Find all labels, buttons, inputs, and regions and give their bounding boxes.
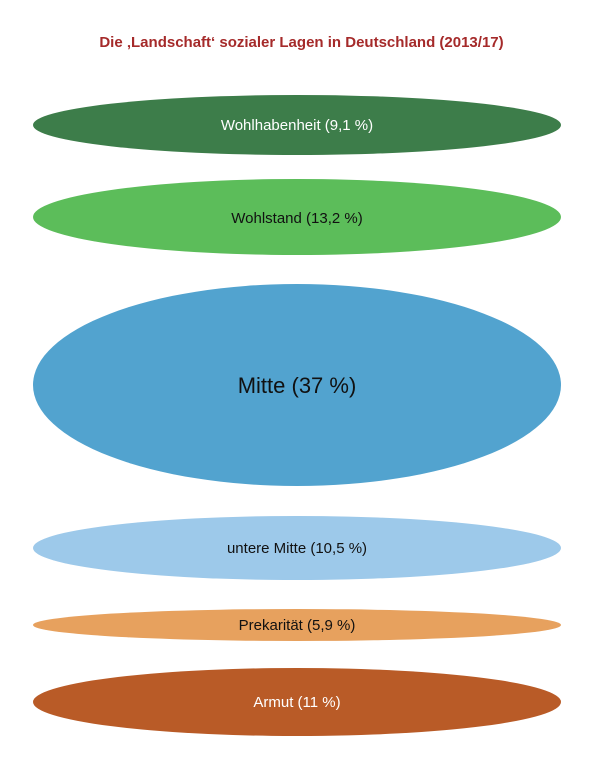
diagram-title: Die ‚Landschaft‘ sozialer Lagen in Deuts… <box>99 34 504 51</box>
layer-label: untere Mitte (10,5 %) <box>227 540 367 557</box>
layer-label: Armut (11 %) <box>253 694 340 711</box>
layer-label: Wohlstand (13,2 %) <box>231 210 362 227</box>
layer-prekaritaet: Prekarität (5,9 %) <box>33 609 561 641</box>
layer-label: Prekarität (5,9 %) <box>239 617 356 634</box>
layer-ellipse <box>33 284 561 486</box>
layer-ellipse <box>33 516 561 580</box>
layer-ellipse <box>33 668 561 736</box>
layer-armut: Armut (11 %) <box>33 668 561 736</box>
layer-label: Mitte (37 %) <box>238 373 357 398</box>
layer-wohlhabenheit: Wohlhabenheit (9,1 %) <box>33 95 561 155</box>
layer-wohlstand: Wohlstand (13,2 %) <box>33 179 561 255</box>
layer-ellipse <box>33 179 561 255</box>
layer-untere-mitte: untere Mitte (10,5 %) <box>33 516 561 580</box>
layer-label: Wohlhabenheit (9,1 %) <box>221 117 373 134</box>
layer-mitte: Mitte (37 %) <box>33 284 561 486</box>
layer-ellipse <box>33 609 561 641</box>
layer-ellipse <box>33 95 561 155</box>
